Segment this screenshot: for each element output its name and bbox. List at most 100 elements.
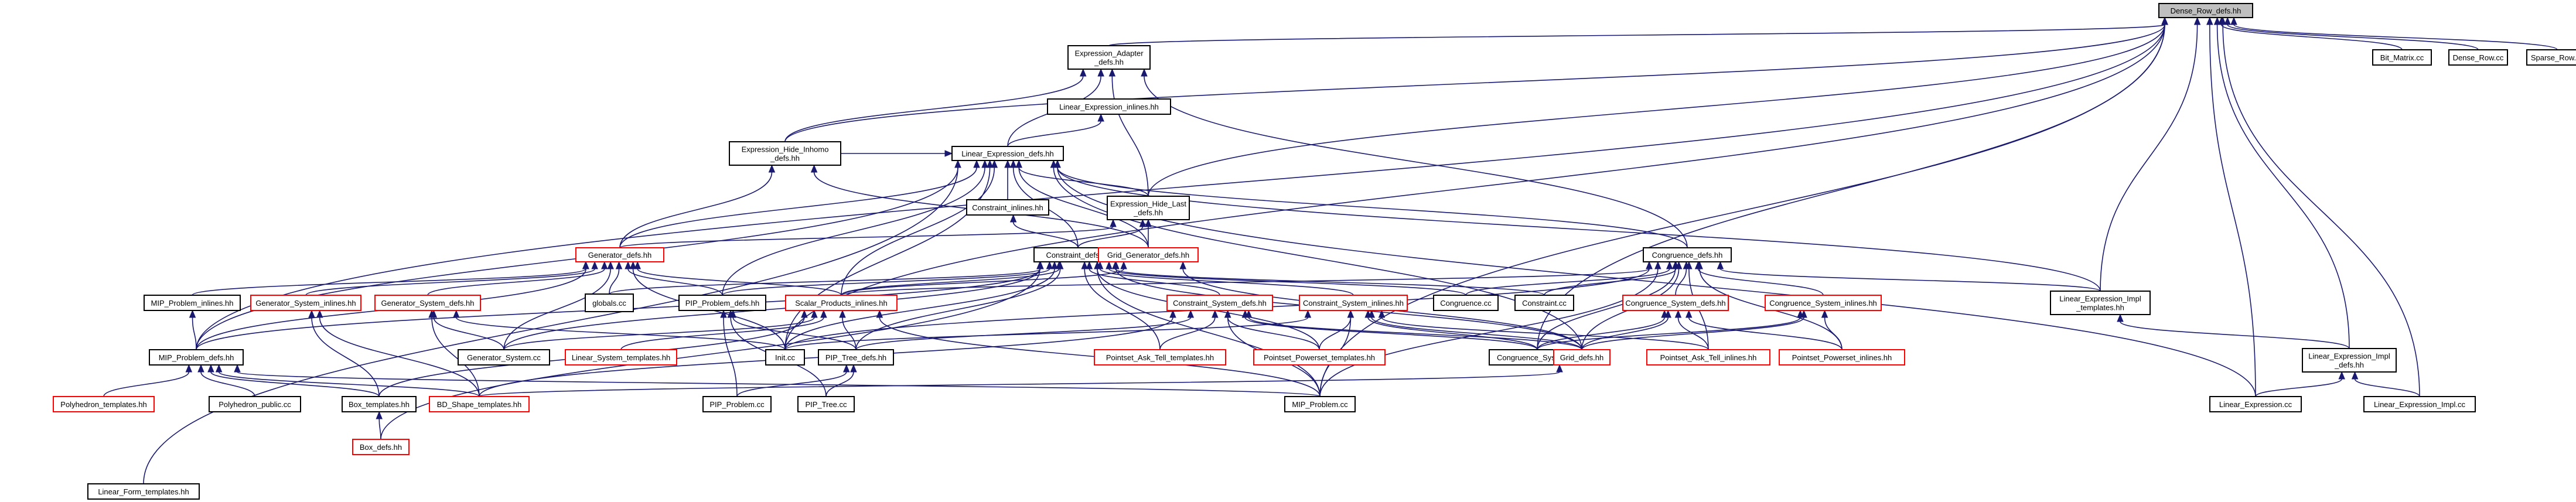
node-pointset-ask-tell-templates[interactable]: Pointset_Ask_Tell_templates.hh	[1094, 349, 1226, 366]
node-scalar-products-inlines[interactable]: Scalar_Products_inlines.hh	[785, 295, 898, 311]
edge-arrowhead	[1050, 159, 1057, 168]
edge-line	[784, 268, 1055, 350]
node-label: Linear_Expression_Impl	[2059, 295, 2141, 303]
edge-arrowhead	[1108, 68, 1116, 77]
node-le-impl-cc[interactable]: Linear_Expression_Impl.cc	[2363, 396, 2476, 412]
node-label: Grid_defs.hh	[1560, 353, 1603, 362]
edge-init_cc-to-generator_system_defs	[453, 309, 786, 350]
node-polyhedron-public-cc[interactable]: Polyhedron_public.cc	[209, 396, 301, 412]
node-expr-adapter[interactable]: Expression_Adapter_defs.hh	[1067, 45, 1151, 70]
node-pointset-powerset-templates[interactable]: Pointset_Powerset_templates.hh	[1253, 349, 1386, 366]
node-constraint-system-inlines[interactable]: Constraint_System_inlines.hh	[1299, 295, 1408, 311]
node-init-cc[interactable]: Init.cc	[765, 349, 805, 366]
edge-generator_system_cc-to-constraint_defs	[503, 261, 1043, 350]
node-constraint-system-defs[interactable]: Constraint_System_defs.hh	[1166, 295, 1273, 311]
node-linear-form-templates[interactable]: Linear_Form_templates.hh	[87, 483, 200, 500]
node-linear-system-templates[interactable]: Linear_System_templates.hh	[565, 349, 677, 366]
edge-pip_problem_cc-to-pip_tree_defs	[736, 364, 850, 397]
node-mip-problem-cc[interactable]: MIP_Problem.cc	[1284, 396, 1356, 412]
node-generator-system-defs[interactable]: Generator_System_defs.hh	[374, 295, 481, 311]
node-congruence-cc[interactable]: Congruence.cc	[1433, 295, 1499, 311]
edge-arrowhead	[1139, 218, 1147, 227]
node-expr-hide-inhomo[interactable]: Expression_Hide_Inhomo_defs.hh	[729, 141, 841, 166]
node-mip-problem-defs[interactable]: MIP_Problem_defs.hh	[149, 349, 244, 366]
node-le-impl-templates[interactable]: Linear_Expression_Impl_templates.hh	[2050, 291, 2151, 315]
node-pip-problem-defs[interactable]: PIP_Problem_defs.hh	[678, 295, 766, 311]
node-congruence-system-defs[interactable]: Congruence_System_defs.hh	[1622, 295, 1729, 311]
node-bd-shape-templates[interactable]: BD_Shape_templates.hh	[429, 396, 530, 412]
edge-pointset_ask_tell_inlines-to-constraint_system_inlines	[1378, 309, 1709, 350]
edge-grid_defs-to-constraint_system_defs	[1245, 309, 1582, 350]
node-box	[374, 295, 481, 311]
edge-line	[200, 371, 255, 397]
node-constraint-cc[interactable]: Constraint.cc	[1514, 295, 1574, 311]
node-linear-expression-cc[interactable]: Linear_Expression.cc	[2209, 396, 2302, 412]
node-box-defs[interactable]: Box_defs.hh	[352, 439, 410, 455]
node-mip-problem-inlines[interactable]: MIP_Problem_inlines.hh	[144, 295, 241, 311]
node-box	[1765, 295, 1882, 311]
edge-line	[784, 24, 2165, 350]
node-pip-tree-cc[interactable]: PIP_Tree.cc	[797, 396, 855, 412]
node-dense-row-cc[interactable]: Dense_Row.cc	[2448, 49, 2508, 66]
node-generator-system-cc[interactable]: Generator_System.cc	[458, 349, 550, 366]
node-globals-cc[interactable]: globals.cc	[585, 293, 634, 312]
edge-pip_tree_cc-to-pip_tree_defs	[825, 364, 857, 397]
node-label: Congruence.cc	[1440, 299, 1492, 308]
edge-pip_problem_defs-to-le_defs	[722, 159, 988, 296]
edge-line	[2354, 378, 2420, 397]
node-generator-defs[interactable]: Generator_defs.hh	[575, 247, 664, 262]
edge-mip_problem_cc-to-mip_problem_defs	[234, 364, 1321, 397]
edge-arrowhead	[843, 364, 850, 373]
edge-dense_row_cc-to-dense_row	[2224, 16, 2479, 50]
node-label: Linear_Expression_Impl	[2308, 352, 2390, 361]
edge-line	[311, 317, 380, 397]
edge-pip_tree_defs-to-scalar_products_inlines	[839, 309, 857, 350]
edge-arrowhead	[2213, 16, 2221, 25]
node-sparse-row-cc[interactable]: Sparse_Row.cc	[2526, 49, 2576, 66]
node-box-templates[interactable]: Box_templates.hh	[342, 396, 417, 412]
edge-arrowhead	[428, 309, 435, 318]
node-bit-matrix[interactable]: Bit_Matrix.cc	[2372, 49, 2432, 66]
node-label: Constraint_System_defs.hh	[1173, 299, 1267, 308]
edge-arrowhead	[1145, 218, 1152, 227]
edge-line	[1148, 24, 2165, 197]
edge-arrowhead	[1097, 68, 1104, 77]
edge-arrowhead	[1245, 309, 1253, 318]
node-pip-tree-defs[interactable]: PIP_Tree_defs.hh	[818, 349, 894, 366]
edge-line	[1097, 268, 1321, 397]
node-expr-hide-last[interactable]: Expression_Hide_Last_defs.hh	[1107, 196, 1190, 220]
edge-line	[2221, 24, 2403, 50]
edge-congruence_system_cc-to-constraint_system_defs	[1241, 309, 1538, 350]
node-le-impl-defs[interactable]: Linear_Expression_Impl_defs.hh	[2302, 348, 2397, 373]
node-congruence-defs[interactable]: Congruence_defs.hh	[1643, 247, 1732, 262]
node-grid-defs[interactable]: Grid_defs.hh	[1553, 349, 1611, 366]
node-label: MIP_Problem.cc	[1292, 400, 1348, 409]
edge-arrowhead	[1368, 309, 1375, 318]
edge-congruence_system_cc-to-congruence_defs	[1537, 261, 1679, 350]
node-le-defs[interactable]: Linear_Expression_defs.hh	[951, 146, 1064, 161]
edge-arrowhead	[1212, 309, 1219, 318]
edge-le_impl_templates-to-le_defs	[1054, 159, 2101, 292]
edge-congruence_system_cc-to-congruence_system_defs	[1537, 309, 1668, 350]
node-congruence-system-inlines[interactable]: Congruence_System_inlines.hh	[1765, 295, 1882, 311]
edge-line	[842, 317, 857, 350]
edge-constraint_defs-to-constraint_inlines	[1009, 214, 1079, 248]
edge-init_cc-to-constraint_defs	[784, 261, 1058, 350]
node-dense-row[interactable]: Dense_Row_defs.hh	[2158, 3, 2253, 18]
node-constraint-inlines[interactable]: Constraint_inlines.hh	[966, 199, 1049, 216]
edge-congruence_system_cc-to-congruence_system_inlines	[1537, 309, 1804, 350]
node-box	[144, 295, 241, 311]
edge-line	[855, 317, 1192, 350]
node-polyhedron-templates[interactable]: Polyhedron_templates.hh	[53, 396, 155, 412]
edge-line	[619, 226, 1114, 248]
node-pointset-powerset-inlines[interactable]: Pointset_Powerset_inlines.hh	[1779, 349, 1905, 366]
node-pointset-ask-tell-inlines[interactable]: Pointset_Ask_Tell_inlines.hh	[1646, 349, 1770, 366]
edge-line	[1089, 268, 1220, 296]
node-grid-generator-defs[interactable]: Grid_Generator_defs.hh	[1098, 247, 1199, 262]
node-generator-system-inlines[interactable]: Generator_System_inlines.hh	[250, 295, 361, 311]
node-box	[1779, 349, 1905, 366]
node-le-inlines[interactable]: Linear_Expression_inlines.hh	[1047, 98, 1171, 115]
node-box	[2158, 3, 2253, 18]
node-pip-problem-cc[interactable]: PIP_Problem.cc	[702, 396, 772, 412]
edge-line	[732, 317, 857, 350]
